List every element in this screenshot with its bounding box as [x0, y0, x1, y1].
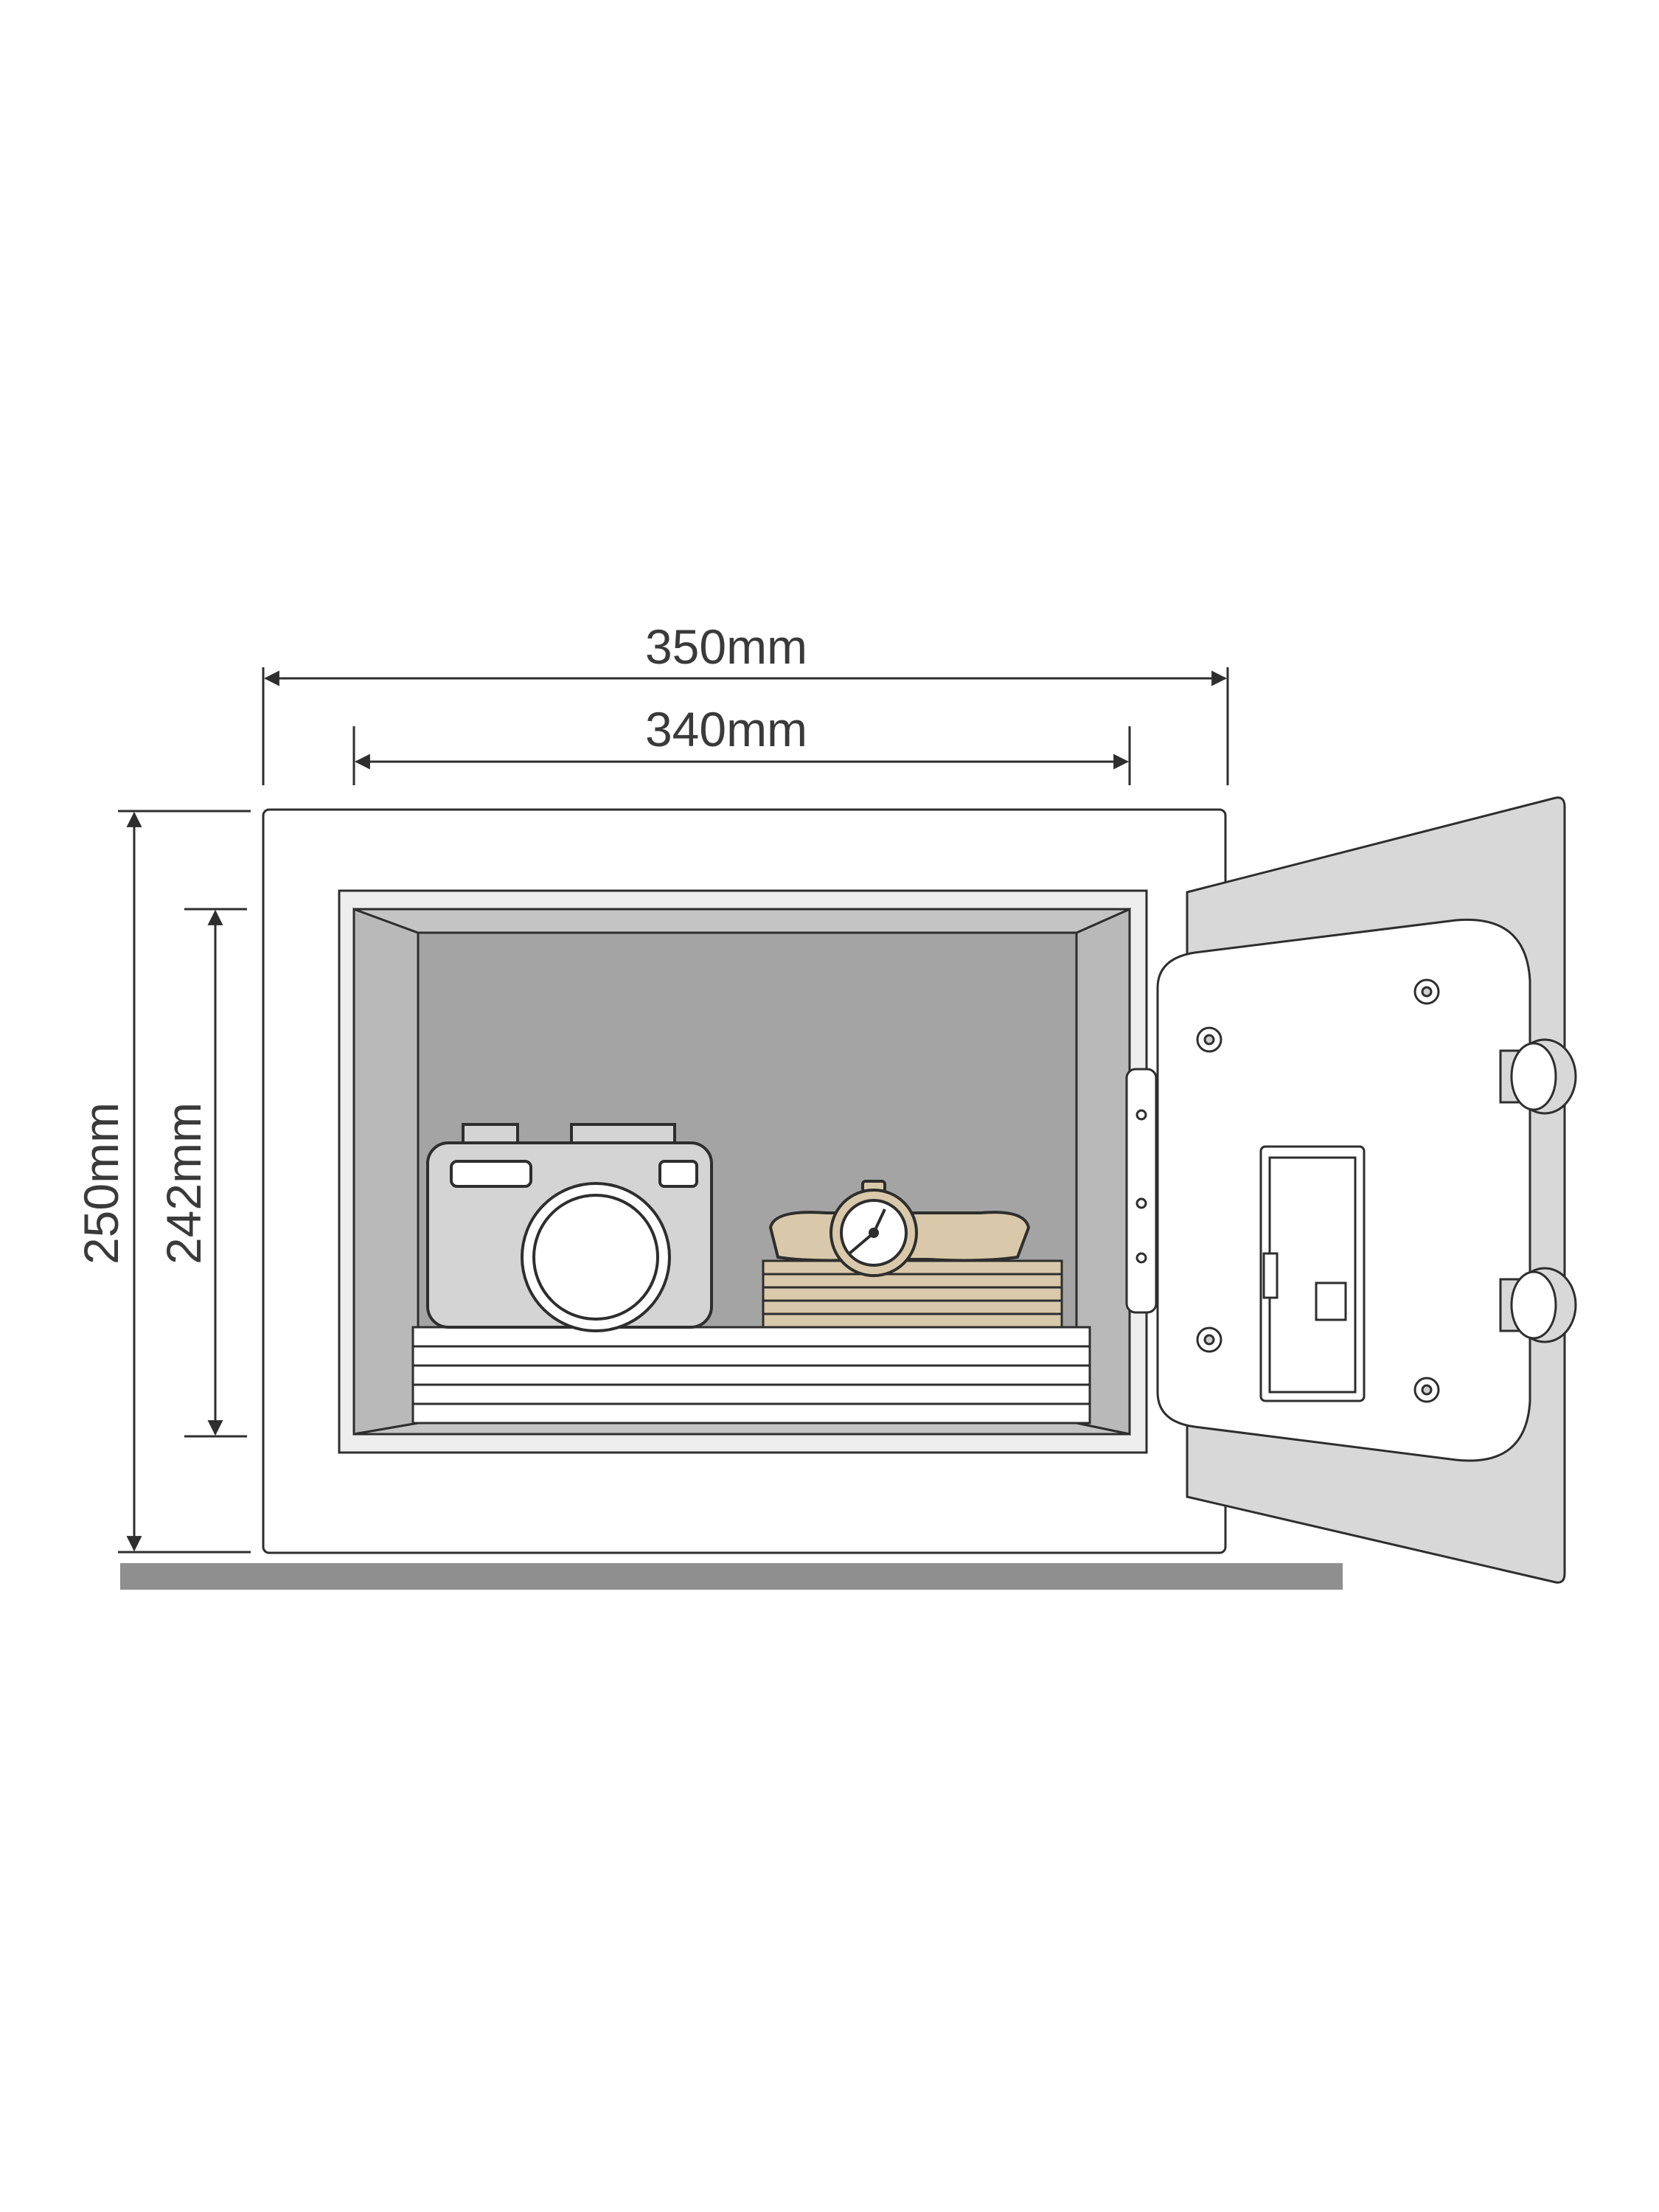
- cavity-ceiling: [353, 908, 1130, 934]
- watch-box: [762, 1259, 1063, 1329]
- camera-icon: [426, 1123, 713, 1332]
- keypad-button: [1315, 1281, 1347, 1321]
- keypad-lever: [1262, 1252, 1279, 1299]
- height-dimensions: [118, 810, 251, 1554]
- cavity-floor: [353, 1422, 1130, 1436]
- inner-height-label: 242mm: [156, 1102, 211, 1265]
- door-hinge: [1125, 1068, 1158, 1314]
- locking-bolt-top: [1499, 1038, 1577, 1115]
- safe-body: [262, 808, 1227, 1554]
- camera-lens-inner: [532, 1194, 659, 1321]
- safe-door: [1125, 796, 1577, 1584]
- outer-height-label: 250mm: [74, 1102, 128, 1265]
- document-stack: [411, 1326, 1091, 1425]
- camera-flash: [658, 1160, 698, 1188]
- floor-bar: [120, 1563, 1343, 1590]
- inner-width-label: 340mm: [645, 702, 807, 757]
- outer-width-label: 350mm: [645, 619, 807, 674]
- watch-minute-hand: [848, 1231, 875, 1255]
- width-dimensions: [262, 667, 1229, 785]
- wristwatch-icon: [768, 1180, 1031, 1277]
- camera-viewfinder: [450, 1160, 532, 1188]
- locking-bolt-bottom: [1499, 1267, 1577, 1343]
- cavity-left-wall: [352, 907, 420, 1436]
